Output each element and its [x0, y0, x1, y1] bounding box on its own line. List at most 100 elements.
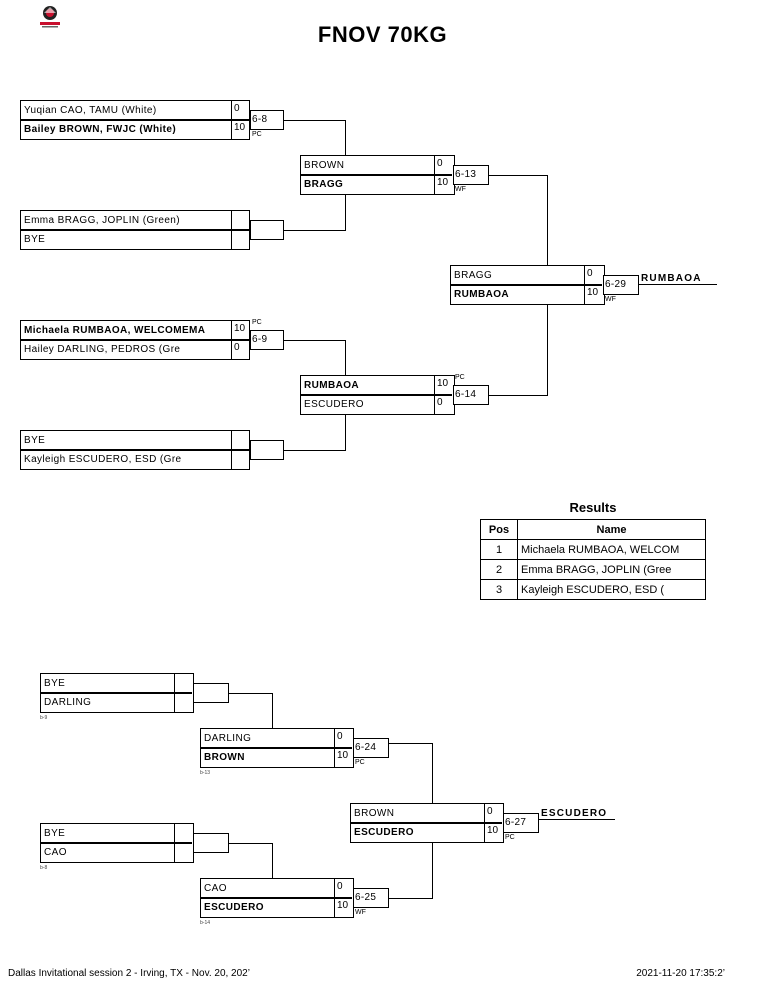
page-title: FNOV 70KG [317, 22, 448, 47]
wrestler-name: RUMBAOA [301, 376, 435, 396]
bracket-match: Yuqian CAO, TAMU (White) Bailey BROWN, F… [20, 100, 250, 140]
source-bout-note: b-9 [40, 715, 48, 721]
bout-connector [193, 683, 229, 703]
bracket-line [432, 743, 433, 803]
bracket-line [229, 693, 273, 694]
bracket-line [284, 230, 345, 231]
bout-number: 6-14 [455, 389, 477, 400]
placement-cell: 2 [480, 559, 518, 580]
bracket-line [547, 175, 548, 265]
match-score: 10 [334, 748, 352, 768]
match-score: 0 [584, 266, 602, 286]
match-score: 0 [334, 729, 352, 749]
bracket-line [489, 175, 547, 176]
match-score: 0 [231, 340, 249, 360]
bout-number: 6-8 [252, 114, 268, 125]
match-score [174, 843, 192, 863]
column-header: Pos [480, 519, 518, 540]
bracket-match: BYE CAO [40, 823, 194, 863]
wrestler-name: CAO [44, 847, 67, 858]
bout-connector [250, 220, 284, 240]
wrestler-name: Bailey BROWN, FWJC (White) [24, 124, 177, 135]
bracket-line [345, 120, 346, 155]
table-header-row: Pos Name [480, 519, 706, 540]
bracket-match: RUMBAOA ESCUDERO 10 0 [300, 375, 455, 415]
bracket-match: BYE Kayleigh ESCUDERO, ESD (Gre [20, 430, 250, 470]
match-score: 0 [484, 804, 502, 824]
name-cell: Emma BRAGG, JOPLIN (Gree [517, 559, 706, 580]
match-score [231, 450, 249, 470]
bracket-line [272, 693, 273, 728]
wrestler-name: ESCUDERO [354, 827, 414, 838]
win-type: PC [455, 374, 465, 381]
match-score: 10 [584, 285, 602, 305]
bracket-line [547, 305, 548, 396]
source-bout-note: b-13 [200, 770, 211, 776]
win-type: PC [355, 759, 365, 766]
footer-timestamp: 2021-11-20 17:35:2’ [636, 968, 725, 979]
match-score [231, 211, 249, 231]
wrestler-name: BYE [41, 824, 175, 844]
win-type: WF [455, 186, 466, 193]
column-header: Name [517, 519, 706, 540]
bout-connector [250, 110, 284, 130]
bracket-line [284, 450, 345, 451]
placement-cell: 1 [480, 539, 518, 560]
match-score: 10 [484, 823, 502, 843]
name-cell: Kayleigh ESCUDERO, ESD ( [517, 579, 706, 600]
bracket-line [432, 843, 433, 899]
bout-connector [603, 275, 639, 295]
source-bout-note: b-14 [200, 920, 211, 926]
bout-connector [503, 813, 539, 833]
table-row: 2 Emma BRAGG, JOPLIN (Gree [480, 559, 706, 580]
wrestler-name: CAO [201, 879, 335, 899]
bracket-line [345, 195, 346, 231]
placement-cell: 3 [480, 579, 518, 600]
win-type: WF [355, 909, 366, 916]
bracket-match: BYE DARLING [40, 673, 194, 713]
bout-number: 6-25 [355, 892, 377, 903]
bout-connector [250, 440, 284, 460]
wrestler-name: Kayleigh ESCUDERO, ESD (Gre [24, 454, 182, 465]
champion-name: RUMBAOA [639, 273, 717, 285]
tournament-logo-icon [38, 4, 62, 30]
bout-number: 6-9 [252, 334, 268, 345]
wrestler-name: BYE [21, 431, 232, 451]
wrestler-name: Michaela RUMBAOA, WELCOMEMA [21, 321, 232, 341]
match-score: 0 [434, 395, 452, 415]
bracket-match: BRAGG RUMBAOA 0 10 [450, 265, 605, 305]
bracket-line [229, 843, 273, 844]
match-score [174, 693, 192, 713]
table-row: 3 Kayleigh ESCUDERO, ESD ( [480, 579, 706, 600]
name-cell: Michaela RUMBAOA, WELCOM [517, 539, 706, 560]
results-table: Pos Name 1 Michaela RUMBAOA, WELCOM 2 Em… [480, 519, 706, 600]
win-type: PC [252, 319, 262, 326]
wrestler-name: BRAGG [304, 179, 344, 190]
table-row: 1 Michaela RUMBAOA, WELCOM [480, 539, 706, 560]
bracket-match: Michaela RUMBAOA, WELCOMEMA Hailey DARLI… [20, 320, 250, 360]
match-score: 10 [231, 120, 249, 140]
bracket-match: BROWN ESCUDERO 0 10 [350, 803, 504, 843]
bracket-match: BROWN BRAGG 0 10 [300, 155, 455, 195]
wrestler-name: ESCUDERO [304, 399, 364, 410]
bracket-match: DARLING BROWN 0 10 [200, 728, 354, 768]
wrestler-name: BYE [24, 234, 46, 245]
wrestler-name: Emma BRAGG, JOPLIN (Green) [21, 211, 232, 231]
bout-connector [250, 330, 284, 350]
match-score [231, 431, 249, 451]
bout-number: 6-24 [355, 742, 377, 753]
bout-connector [353, 888, 389, 908]
match-score: 0 [334, 879, 352, 899]
wrestler-name: RUMBAOA [454, 289, 510, 300]
bracket-line [284, 340, 345, 341]
wrestler-name: DARLING [201, 729, 335, 749]
wrestler-name: BROWN [351, 804, 485, 824]
match-score: 10 [434, 376, 452, 396]
wrestler-name: Hailey DARLING, PEDROS (Gre [24, 344, 181, 355]
win-type: PC [252, 131, 262, 138]
wrestler-name: Yuqian CAO, TAMU (White) [21, 101, 232, 121]
match-score [174, 674, 192, 694]
wrestler-name: BYE [41, 674, 175, 694]
wrestler-name: BROWN [301, 156, 435, 176]
bracket-line [389, 898, 432, 899]
